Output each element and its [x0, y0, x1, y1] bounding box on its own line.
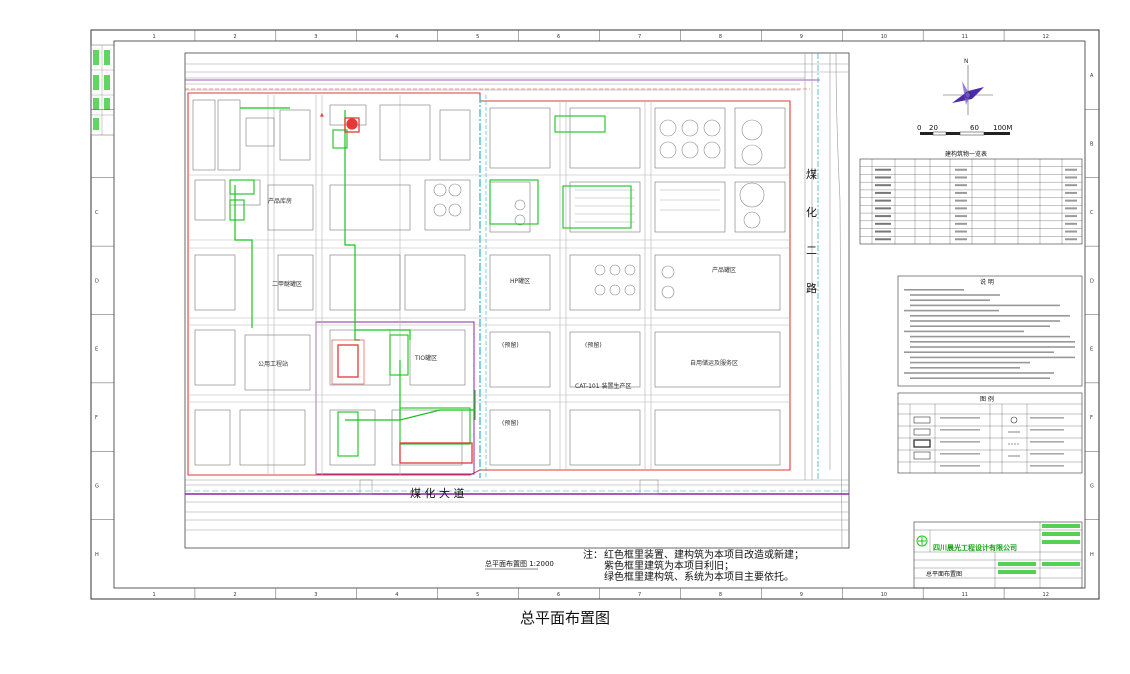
column-index-label: 9: [800, 592, 803, 598]
row-index-label: F: [95, 415, 98, 421]
block-hp-tank: HP罐区: [510, 277, 530, 285]
road-east-char: 路: [806, 282, 817, 295]
column-index-label: 2: [233, 34, 236, 40]
road-south-label: 煤 化 大 道: [410, 486, 465, 500]
column-index-label: 5: [476, 34, 479, 40]
color-key-notes: 注： 红色框里装置、建构筑为本项目改造或新建； 紫色框里建筑为本项目利旧； 绿色…: [583, 548, 804, 583]
column-index-label: 10: [881, 592, 887, 598]
column-index-label: 7: [638, 34, 641, 40]
building-schedule-table: 建构筑物一览表: [859, 150, 1083, 245]
row-index-label: H: [1090, 552, 1094, 558]
block-dimethyl-ether: 二甲醚罐区: [272, 280, 302, 288]
row-index-label: G: [1090, 483, 1094, 489]
red-tag-label: ▲: [320, 112, 324, 118]
symbols-legend: 图 例: [897, 392, 1083, 474]
column-index-label: 5: [476, 592, 479, 598]
notes-green-line: 绿色框里建构筑、系统为本项目主要依托。: [604, 570, 794, 583]
column-index-label: 3: [314, 592, 317, 598]
column-index-label: 6: [557, 592, 560, 598]
column-index-label: 1: [152, 592, 155, 598]
title-block: 四川晨光工程设计有限公司 总平面布置图: [913, 521, 1083, 589]
scale-label-100m: 100M: [993, 124, 1012, 132]
scale-label-20: 20: [929, 124, 938, 132]
row-index-label: H: [95, 552, 99, 558]
design-notes-box: 说 明: [897, 275, 1083, 387]
column-index-label: 11: [962, 34, 968, 40]
column-index-label: 8: [719, 592, 722, 598]
column-index-label: 8: [719, 34, 722, 40]
scale-label-0: 0: [917, 124, 921, 132]
column-index-label: 4: [395, 34, 398, 40]
row-index-label: C: [95, 210, 99, 216]
plan-label: 总平面布置图 1:2000: [485, 559, 554, 568]
column-index-label: 10: [881, 34, 887, 40]
row-index-label: E: [1090, 347, 1093, 353]
building-schedule-title: 建构筑物一览表: [945, 150, 987, 158]
notes-purple-line: 紫色框里建筑为本项目利旧；: [604, 559, 734, 572]
column-index-label: 12: [1043, 34, 1049, 40]
row-index-label: F: [1090, 415, 1093, 421]
row-index-label: D: [95, 278, 99, 284]
symbols-legend-title: 图 例: [980, 395, 994, 403]
svg-text:N: N: [964, 58, 969, 65]
block-storage-center: 自用储运及服务区: [690, 359, 738, 367]
block-reserve-a: (预留): [502, 341, 519, 349]
road-east-char: 化: [806, 205, 817, 219]
figure-caption: 总平面布置图: [519, 609, 610, 627]
block-public-works: 公用工程站: [258, 360, 288, 368]
design-notes-title: 说 明: [980, 278, 994, 286]
row-index-label: C: [1090, 210, 1094, 216]
row-index-label: A: [1090, 73, 1094, 79]
block-product-storage: 产品罐区: [712, 266, 736, 274]
column-index-label: 11: [962, 592, 968, 598]
block-reserve-b: (预留): [502, 419, 519, 427]
scale-label-60: 60: [970, 124, 979, 132]
right-panel: N 0 20 60 100M 建构筑物一览表 说 明 图 例: [859, 58, 1083, 589]
title-block-drawing-name: 总平面布置图: [926, 570, 962, 578]
revision-strip: [90, 44, 115, 136]
column-index-label: 9: [800, 34, 803, 40]
company-name: 四川晨光工程设计有限公司: [933, 543, 1017, 552]
row-index-label: B: [1090, 142, 1094, 148]
column-index-label: 1: [152, 34, 155, 40]
scale-bar: 0 20 60 100M: [917, 124, 1012, 136]
block-cat-production: CAT-101 装置生产区: [575, 382, 631, 390]
notes-prefix: 注：: [583, 548, 603, 561]
block-tio-tank: TIO罐区: [414, 354, 437, 362]
row-index-label: E: [95, 347, 98, 353]
site-plan-frame: [184, 52, 850, 549]
row-index-label: G: [95, 483, 99, 489]
row-index-label: D: [1090, 278, 1094, 284]
column-index-label: 7: [638, 592, 641, 598]
column-index-label: 12: [1043, 592, 1049, 598]
block-product-warehouse: 产品库房: [268, 197, 292, 205]
column-index-label: 6: [557, 34, 560, 40]
road-east-char: 煤: [806, 168, 817, 181]
column-index-label: 4: [395, 592, 398, 598]
company-logo-icon: [916, 535, 928, 547]
notes-red-line: 红色框里装置、建构筑为本项目改造或新建；: [604, 548, 804, 561]
row-index-left: C D E F G H: [91, 109, 114, 558]
road-east-char: 二: [806, 244, 817, 257]
north-arrow-icon: N: [943, 58, 993, 115]
column-index-label: 3: [314, 34, 317, 40]
row-index-right: A B C D E F G H: [1085, 73, 1099, 558]
column-index-label: 2: [233, 592, 236, 598]
block-reserve-c: (预留): [585, 341, 602, 349]
